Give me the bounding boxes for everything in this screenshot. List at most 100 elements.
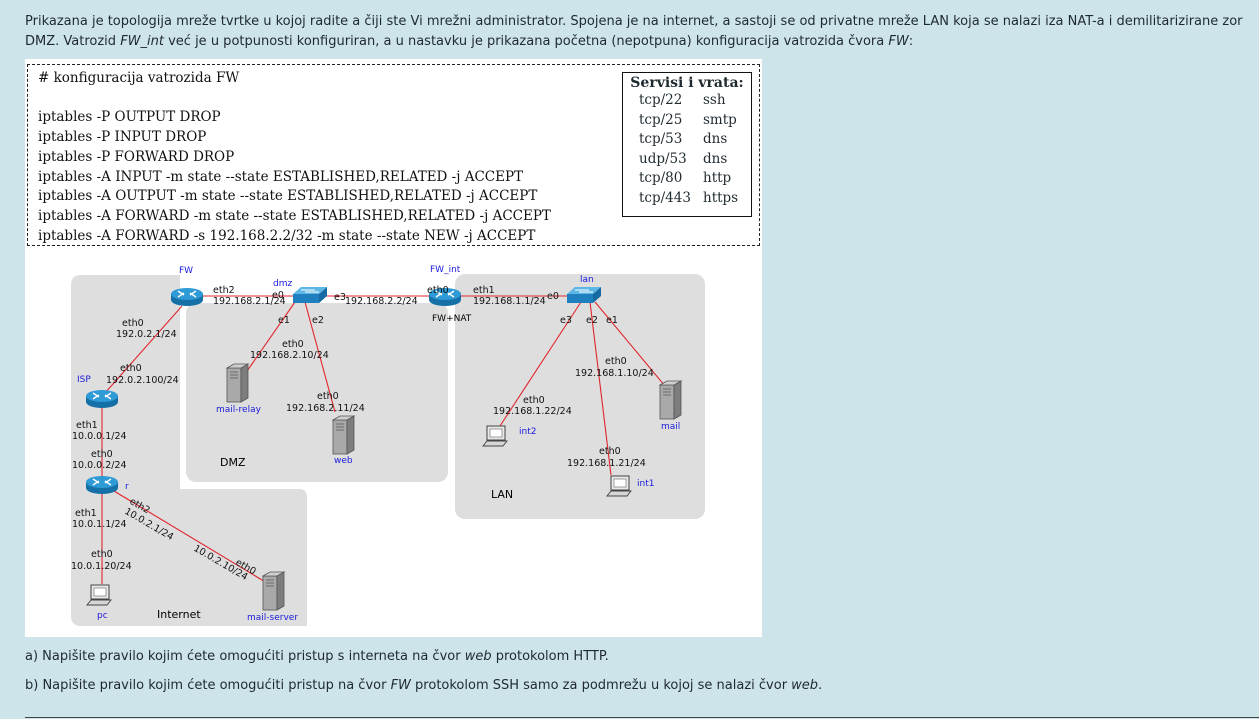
ip-label: 192.168.1.22/24	[493, 406, 572, 417]
if-label: eth1	[75, 508, 97, 519]
node-label-pc: pc	[97, 611, 108, 621]
node-label-fw-int: FW_int	[430, 265, 461, 275]
link-lan-int1	[589, 301, 612, 476]
service-port: tcp/22	[639, 92, 683, 108]
config-line: iptables -A INPUT -m state --state ESTAB…	[38, 168, 524, 185]
pc-int2[interactable]	[482, 425, 508, 447]
ip-label: 192.168.1.10/24	[575, 368, 654, 379]
service-name: dns	[703, 150, 728, 167]
question-b-mid: protokolom SSH samo za podmrežu u kojoj …	[410, 678, 792, 693]
if-label: e2	[586, 315, 598, 326]
service-port: tcp/25	[639, 111, 683, 128]
question-a-post: protokolom HTTP.	[491, 649, 609, 664]
intro-text-c: :	[908, 34, 914, 49]
server-mail[interactable]	[659, 380, 682, 420]
if-label: eth0	[91, 449, 113, 460]
node-label-mail-relay: mail-relay	[216, 405, 262, 415]
if-label: eth0	[282, 339, 304, 350]
question-a-node: web	[464, 649, 492, 664]
intro-line-2: DMZ. Vatrozid FW_int već je u potpunosti…	[25, 32, 1255, 52]
link-dmz-mailrelay	[244, 301, 296, 375]
zone-label-lan: LAN	[491, 488, 513, 501]
figure-panel: # konfiguracija vatrozida FW iptables -P…	[25, 59, 762, 637]
ip-label: 192.168.2.11/24	[286, 403, 365, 414]
if-label: e3	[560, 315, 572, 326]
server-web[interactable]	[332, 415, 355, 455]
node-label-r: r	[125, 482, 129, 492]
service-name: https	[703, 189, 739, 206]
router-fw[interactable]	[170, 287, 204, 307]
link-r-mailserver	[108, 487, 268, 584]
node-label-mail-server: mail-server	[247, 613, 298, 623]
pc-pc[interactable]	[86, 584, 112, 606]
service-port: tcp/80	[639, 170, 683, 186]
if-label: eth0	[523, 395, 545, 406]
node-label-isp: ISP	[77, 375, 91, 385]
intro-line-1: Prikazana je topologija mreže tvrtke u k…	[25, 14, 1243, 29]
server-mail-relay[interactable]	[226, 363, 249, 403]
services-row: tcp/53 dns	[623, 130, 751, 150]
if-label: eth0	[599, 446, 621, 457]
services-title: Servisi i vrata:	[630, 75, 744, 91]
ip-label: 192.0.2.100/24	[106, 375, 179, 386]
service-name: smtp	[703, 111, 737, 128]
service-port: tcp/443	[639, 189, 691, 206]
services-row: tcp/80 http	[623, 169, 751, 189]
task-intro: Prikazana je topologija mreže tvrtke u k…	[25, 12, 1255, 52]
if-label: eth0	[317, 391, 339, 402]
if-label: eth2	[213, 285, 235, 296]
zone-label-dmz: DMZ	[220, 456, 246, 469]
service-name: dns	[703, 131, 728, 147]
intro-text-b: već je u potpunosti konfiguriran, a u na…	[163, 34, 889, 49]
if-label: eth0	[122, 318, 144, 329]
services-row: tcp/443 https	[623, 189, 751, 209]
router-isp[interactable]	[85, 389, 119, 409]
if-label: e1	[606, 315, 618, 326]
if-label: e3	[334, 292, 346, 303]
ip-label: 192.168.1.21/24	[567, 458, 646, 469]
server-mail-server[interactable]	[262, 571, 285, 611]
ip-label: 192.168.2.1/24	[213, 296, 286, 307]
switch-dmz[interactable]	[292, 286, 328, 304]
ip-label: 192.168.1.1/24	[473, 296, 546, 307]
config-line: iptables -P INPUT DROP	[38, 129, 207, 146]
ip-label: 192.168.2.10/24	[250, 350, 329, 361]
ip-label: 10.0.1.20/24	[71, 561, 132, 572]
zone-label-internet: Internet	[157, 608, 201, 621]
services-table: Servisi i vrata: tcp/22 ssh tcp/25 smtp tc…	[622, 72, 752, 217]
firewall-config-code: # konfiguracija vatrozida FW iptables -P…	[38, 69, 551, 246]
node-label-fw: FW	[179, 266, 193, 276]
config-line: iptables -A FORWARD -m state --state EST…	[38, 207, 551, 224]
config-line: # konfiguracija vatrozida FW	[38, 70, 240, 86]
node-label-lan: lan	[580, 275, 594, 285]
question-a: a) Napišite pravilo kojim ćete omogućiti…	[25, 649, 609, 664]
if-label: e1	[278, 315, 290, 326]
question-b-pre: b) Napišite pravilo kojim ćete omogućiti…	[25, 678, 391, 693]
services-row: tcp/25 smtp	[623, 111, 751, 131]
link-fw-isp	[104, 305, 183, 394]
zone-dmz	[186, 303, 448, 482]
service-name: http	[703, 170, 732, 186]
links	[101, 295, 666, 584]
pc-int1[interactable]	[606, 475, 632, 497]
ip-label: 10.0.1.1/24	[72, 519, 127, 530]
router-r[interactable]	[85, 475, 119, 495]
service-port: tcp/53	[639, 131, 683, 147]
zone-lan	[455, 274, 705, 519]
if-label: eth0	[605, 356, 627, 367]
service-name: ssh	[703, 92, 726, 108]
question-b-post: .	[818, 678, 823, 693]
if-label: e0	[547, 291, 559, 302]
node-label-mail: mail	[661, 422, 680, 432]
firewall-config-box: # konfiguracija vatrozida FW iptables -P…	[27, 64, 760, 246]
zone-internet	[71, 275, 307, 626]
if-label: eth0	[91, 549, 113, 560]
ip-label: 192.168.2.2/24	[345, 296, 418, 307]
node-label-int1: int1	[637, 479, 654, 489]
if-label: e0	[272, 290, 284, 301]
if-label: e2	[312, 315, 324, 326]
question-a-pre: a) Napišite pravilo kojim ćete omogućiti…	[25, 649, 465, 664]
ip-label: 192.0.2.1/24	[116, 329, 177, 340]
question-b: b) Napišite pravilo kojim ćete omogućiti…	[25, 678, 822, 693]
